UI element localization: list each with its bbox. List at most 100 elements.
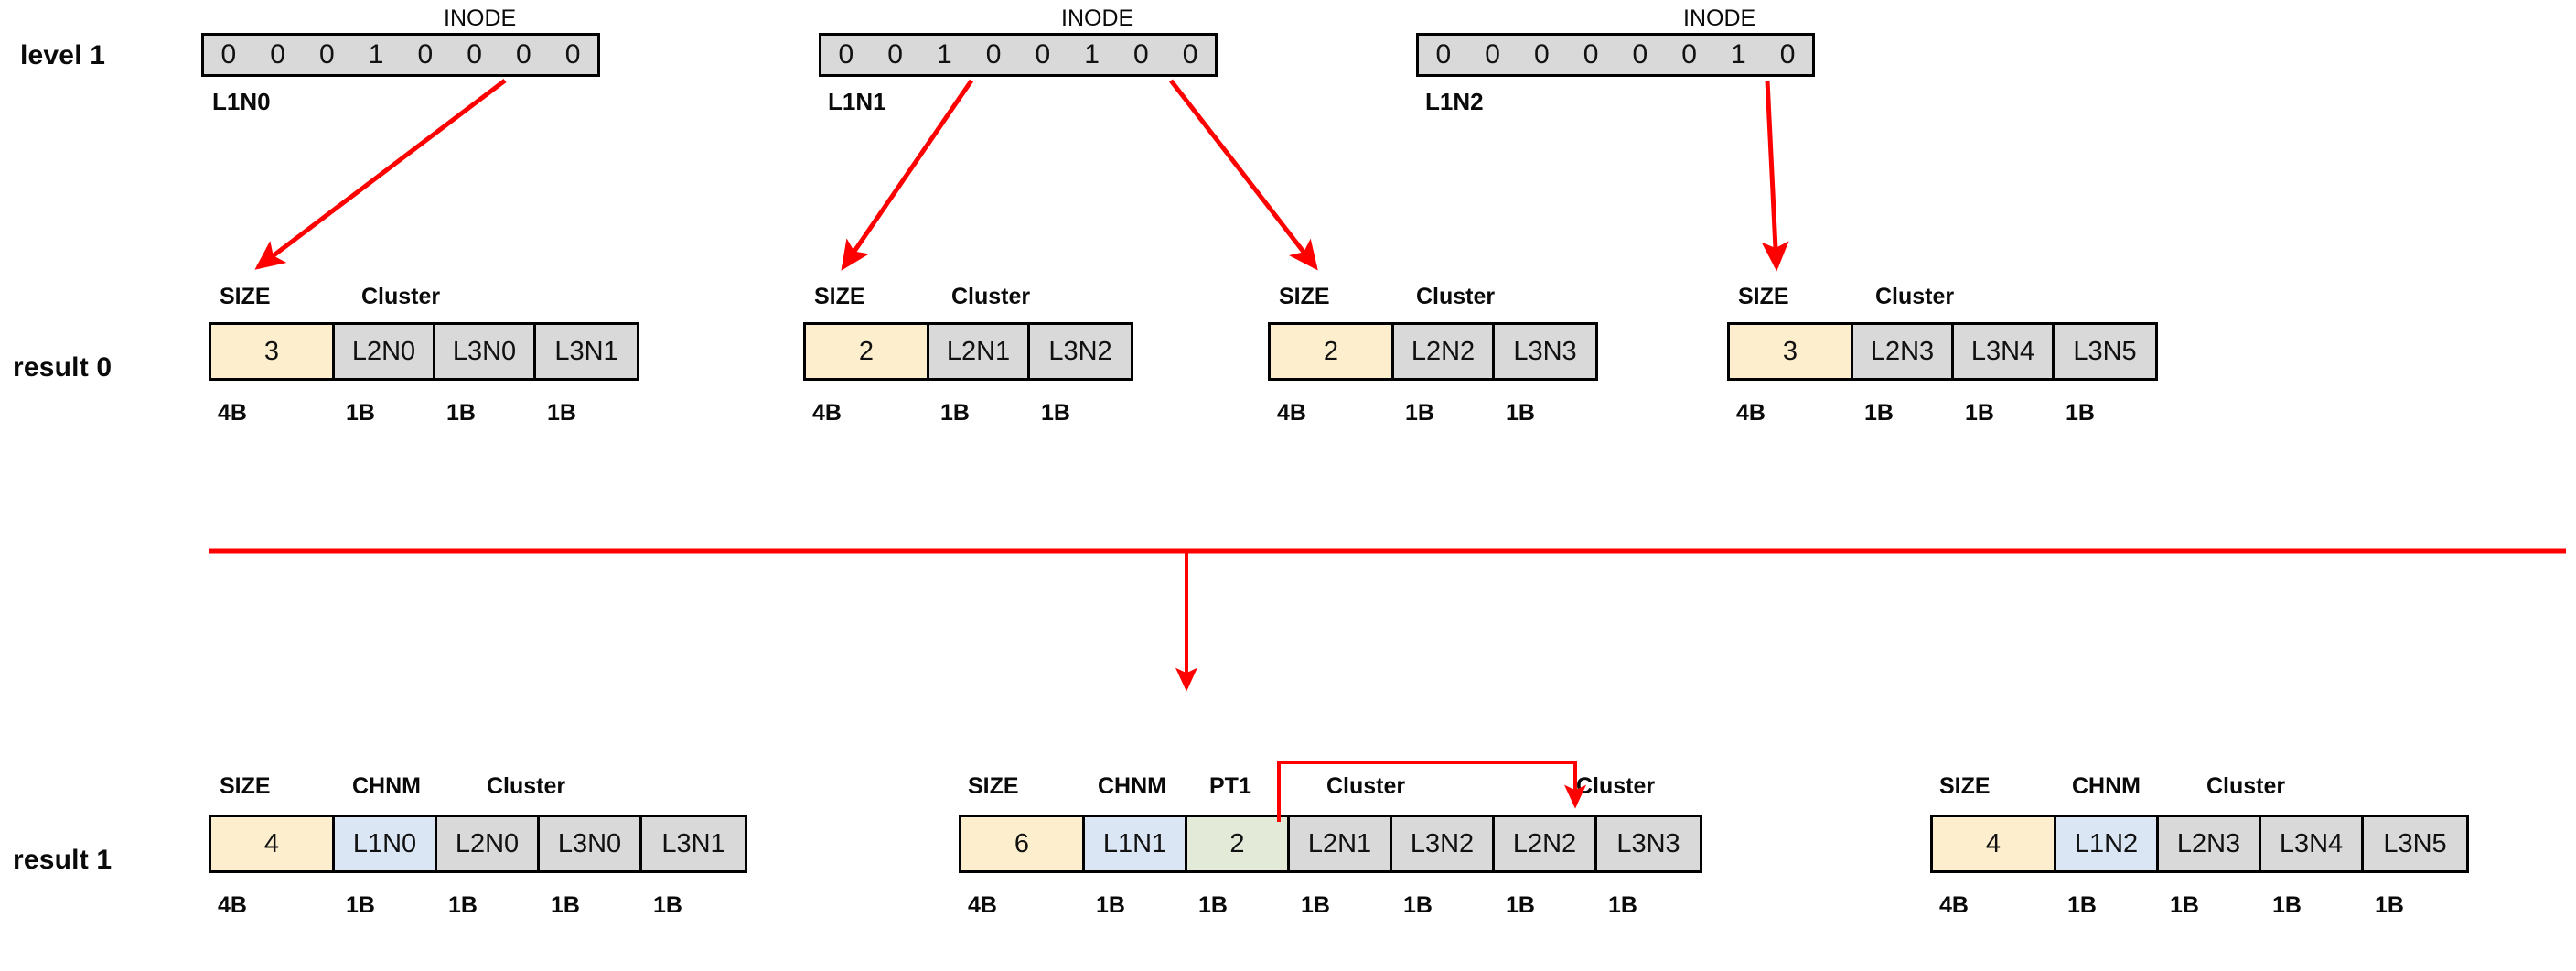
record-cell-cluster: L3N3 [1495, 325, 1595, 378]
header-size: SIZE [220, 284, 271, 309]
record-cell-cluster: L2N0 [437, 817, 540, 870]
byte-size-label: 1B [1864, 400, 1894, 426]
record-cell-chnm: L1N0 [335, 817, 437, 870]
record-cell-cluster: L3N1 [536, 325, 637, 378]
bit-cell: 1 [1731, 39, 1746, 70]
byte-size-label: 4B [1939, 892, 1969, 918]
byte-size-label: 1B [2067, 892, 2097, 918]
byte-size-label: 1B [1198, 892, 1228, 918]
bit-cell: 0 [1534, 39, 1550, 70]
result0-record-1: 2 L2N1 L3N2 [803, 322, 1133, 381]
byte-size-label: 1B [446, 400, 476, 426]
bit-cell: 0 [319, 39, 335, 70]
byte-size-label: 1B [2170, 892, 2199, 918]
byte-size-label: 1B [346, 400, 375, 426]
bit-cell: 0 [1681, 39, 1697, 70]
bit-cell: 0 [1632, 39, 1648, 70]
record-cell-size: 3 [1730, 325, 1853, 378]
header-chnm: CHNM [1098, 773, 1166, 799]
header-size: SIZE [968, 773, 1019, 799]
bit-cell: 0 [1583, 39, 1599, 70]
record-cell-cluster: L3N4 [1954, 325, 2055, 378]
record-cell-cluster: L3N5 [2055, 325, 2155, 378]
record-cell-pt1: 2 [1187, 817, 1290, 870]
result0-record-2: 2 L2N2 L3N3 [1268, 322, 1598, 381]
record-cell-cluster: L3N3 [1597, 817, 1700, 870]
record-cell-cluster: L2N3 [1853, 325, 1954, 378]
bit-cell: 0 [417, 39, 434, 70]
bit-cell: 0 [1035, 39, 1051, 70]
byte-size-label: 4B [968, 892, 997, 918]
byte-size-label: 1B [1096, 892, 1125, 918]
record-cell-cluster: L2N0 [335, 325, 435, 378]
node-label-l1n0: L1N0 [212, 88, 271, 115]
header-chnm: CHNM [352, 773, 421, 799]
result0-record-3: 3 L2N3 L3N4 L3N5 [1727, 322, 2158, 381]
byte-size-label: 1B [1965, 400, 1994, 426]
bit-cell: 0 [1182, 39, 1198, 70]
record-cell-size: 2 [806, 325, 929, 378]
bit-cell: 0 [220, 39, 237, 70]
header-cluster: Cluster [2206, 773, 2286, 799]
header-size: SIZE [220, 773, 271, 799]
result1-record-0: 4 L1N0 L2N0 L3N0 L3N1 [209, 815, 747, 873]
header-cluster: Cluster [1576, 773, 1656, 799]
header-cluster: Cluster [951, 284, 1031, 309]
byte-size-label: 1B [2066, 400, 2095, 426]
bit-cell: 0 [467, 39, 482, 70]
record-cell-chnm: L1N1 [1085, 817, 1187, 870]
result0-record-0: 3 L2N0 L3N0 L3N1 [209, 322, 639, 381]
header-cluster: Cluster [1416, 284, 1496, 309]
record-cell-cluster: L3N0 [540, 817, 642, 870]
record-cell-cluster: L3N2 [1030, 325, 1131, 378]
byte-size-label: 1B [1608, 892, 1637, 918]
record-cell-cluster: L3N4 [2261, 817, 2364, 870]
record-cell-chnm: L1N2 [2056, 817, 2159, 870]
inode-bitmap-l1n2: 0 0 0 0 0 0 1 0 [1416, 33, 1815, 77]
arrow-l1n2-to-record3 [1761, 80, 1789, 272]
bit-cell: 0 [887, 39, 903, 70]
byte-size-label: 1B [1041, 400, 1070, 426]
record-cell-cluster: L2N1 [929, 325, 1030, 378]
record-cell-cluster: L3N5 [2364, 817, 2466, 870]
inode-bitmap-l1n1: 0 0 1 0 0 1 0 0 [819, 33, 1218, 77]
header-cluster: Cluster [1875, 284, 1955, 309]
header-cluster: Cluster [1326, 773, 1406, 799]
inode-caption-1: INODE [1061, 5, 1134, 31]
bit-cell: 0 [985, 39, 1002, 70]
byte-size-label: 4B [218, 400, 247, 426]
record-cell-cluster: L3N0 [435, 325, 536, 378]
header-cluster: Cluster [487, 773, 566, 799]
inode-caption-2: INODE [1683, 5, 1756, 31]
header-size: SIZE [1939, 773, 1991, 799]
byte-size-label: 1B [2375, 892, 2404, 918]
record-cell-cluster: L3N2 [1392, 817, 1495, 870]
bit-cell: 0 [270, 39, 285, 70]
header-size: SIZE [1738, 284, 1789, 309]
bit-cell: 0 [1485, 39, 1500, 70]
byte-size-label: 1B [547, 400, 576, 426]
bit-cell: 0 [838, 39, 854, 70]
row-label-level-1: level 1 [20, 40, 106, 70]
bit-cell: 0 [564, 39, 581, 70]
byte-size-label: 1B [448, 892, 478, 918]
record-cell-cluster: L2N3 [2159, 817, 2261, 870]
bit-cell: 0 [1779, 39, 1796, 70]
bit-cell: 1 [368, 39, 384, 70]
record-cell-size: 2 [1271, 325, 1394, 378]
byte-size-label: 4B [218, 892, 247, 918]
record-cell-cluster: L2N1 [1290, 817, 1392, 870]
bit-cell: 1 [1084, 39, 1100, 70]
byte-size-label: 4B [1277, 400, 1306, 426]
result1-record-1: 6 L1N1 2 L2N1 L3N2 L2N2 L3N3 [959, 815, 1702, 873]
node-label-l1n1: L1N1 [828, 88, 886, 115]
byte-size-label: 1B [940, 400, 970, 426]
header-pt1: PT1 [1209, 773, 1251, 799]
byte-size-label: 1B [1506, 400, 1535, 426]
byte-size-label: 1B [1403, 892, 1433, 918]
record-cell-cluster: L2N2 [1495, 817, 1597, 870]
byte-size-label: 1B [346, 892, 375, 918]
row-label-result-0: result 0 [13, 352, 113, 383]
record-cell-size: 4 [1933, 817, 2056, 870]
